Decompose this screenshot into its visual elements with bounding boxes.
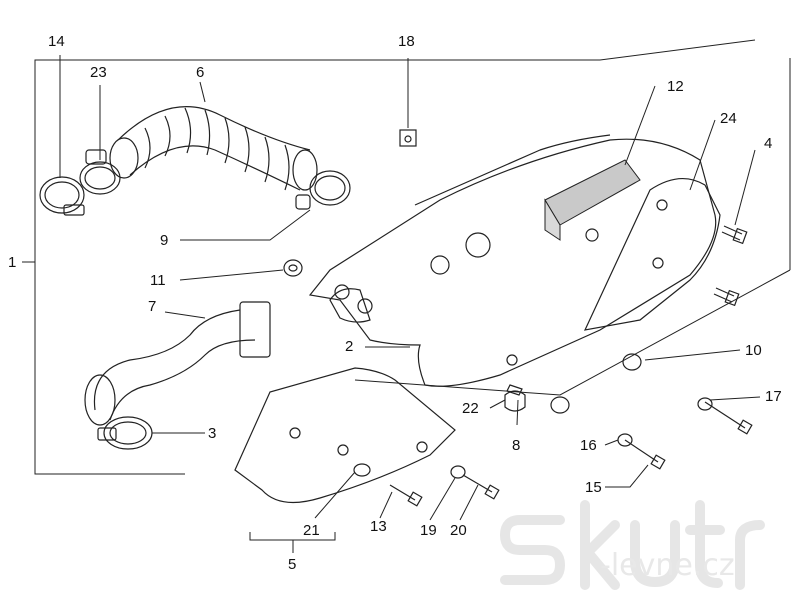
leader-19 — [429, 477, 456, 521]
label-3: 3 — [208, 425, 217, 442]
label-5: 5 — [288, 556, 297, 573]
label-20: 20 — [450, 522, 467, 539]
label-18: 18 — [398, 33, 415, 50]
clamp-3 — [97, 416, 153, 450]
leader-1-box-right — [354, 269, 791, 396]
label-11: 11 — [150, 272, 166, 289]
leader-12 — [624, 85, 656, 166]
clamp-23 — [79, 149, 121, 195]
leader-11 — [179, 269, 284, 281]
leader-24 — [689, 119, 716, 191]
leader-21 — [314, 471, 356, 519]
clip-8 — [506, 384, 523, 396]
washer-19 — [450, 465, 466, 479]
leader-10 — [644, 349, 741, 361]
label-8: 8 — [512, 437, 521, 454]
leader-22 — [489, 399, 506, 409]
leader-20 — [459, 484, 479, 521]
bolt-second — [713, 287, 735, 303]
watermark-domain: -levne.cz — [600, 548, 735, 583]
clamp-9 — [295, 170, 351, 210]
clamp-14 — [39, 176, 85, 216]
washer-17 — [697, 397, 713, 411]
label-19: 19 — [420, 522, 437, 539]
spacer-21 — [353, 463, 371, 477]
label-9: 9 — [160, 232, 169, 249]
label-14: 14 — [48, 33, 65, 50]
leader-4 — [734, 149, 756, 226]
bolt-13 — [389, 484, 416, 501]
clip-nut-18 — [399, 129, 417, 147]
label-21: 21 — [303, 522, 320, 539]
assembly-bracket — [22, 39, 791, 475]
label-16: 16 — [580, 437, 597, 454]
label-1: 1 — [8, 254, 17, 271]
intake-duct-7 — [84, 301, 271, 426]
label-2: 2 — [345, 338, 354, 355]
label-13: 13 — [370, 518, 387, 535]
filter-housing-2 — [308, 134, 717, 387]
bolt-4 — [721, 225, 743, 241]
grommet-11 — [283, 259, 303, 277]
bolts — [353, 225, 753, 507]
bracket-5 — [249, 532, 336, 541]
leader-9 — [180, 209, 311, 241]
label-6: 6 — [196, 64, 205, 81]
leader-17 — [709, 396, 761, 401]
leader-7 — [164, 311, 206, 319]
label-24: 24 — [720, 110, 737, 127]
leader-6 — [199, 81, 206, 103]
label-23: 23 — [90, 64, 107, 81]
intake-hose-6 — [109, 106, 318, 191]
spacer-10b — [550, 396, 570, 414]
leader-lines — [59, 55, 791, 553]
leader-15 — [605, 464, 649, 488]
spacer-10 — [622, 353, 642, 371]
bolt-15 — [624, 439, 659, 463]
label-15: 15 — [585, 479, 602, 496]
bolt-4-head — [732, 227, 748, 245]
label-17: 17 — [765, 388, 782, 405]
leader-16 — [604, 439, 619, 446]
label-7: 7 — [148, 298, 157, 315]
label-4: 4 — [764, 135, 773, 152]
label-12: 12 — [667, 78, 684, 95]
watermark-logo — [499, 500, 765, 590]
lower-cover-5 — [234, 367, 456, 504]
label-22: 22 — [462, 400, 479, 417]
bolt-20 — [462, 474, 493, 493]
label-10: 10 — [745, 342, 762, 359]
filter-element-12 — [544, 159, 641, 241]
leader-8 — [516, 399, 519, 426]
filter-cover-24 — [583, 178, 721, 331]
bolt-17 — [704, 401, 746, 429]
leader-13 — [379, 491, 393, 519]
